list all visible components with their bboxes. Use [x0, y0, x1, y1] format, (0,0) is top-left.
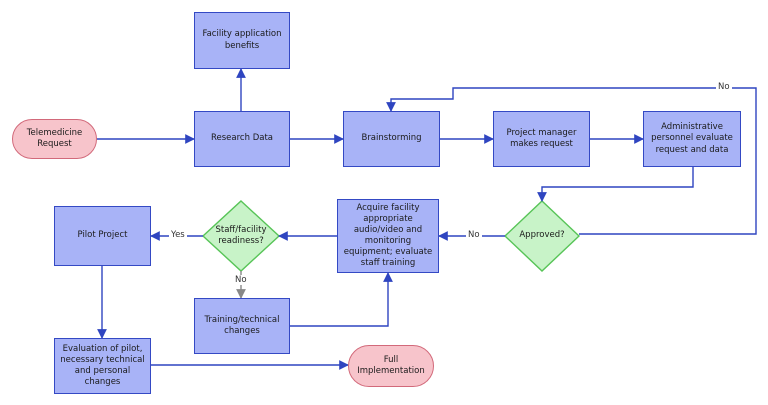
node-pilot-project-label: Pilot Project — [77, 230, 128, 241]
edge-label-readiness-yes: Yes — [169, 230, 187, 241]
decision-approved-shape — [503, 200, 581, 272]
edge-label-approved-no-left: No — [466, 230, 482, 241]
decision-approved-label: Approved? — [519, 230, 565, 241]
node-acquire-equipment: Acquire facility appropriate audio/video… — [337, 199, 439, 273]
node-admin-personnel: Administrative personnel evaluate reques… — [643, 111, 741, 167]
edge-training-to-acquire — [290, 272, 393, 327]
node-telemedicine-request-label: Telemedicine Request — [26, 127, 83, 149]
node-training-changes: Training/technical changes — [194, 298, 290, 354]
node-full-implementation: Full Implementation — [348, 345, 434, 387]
node-training-changes-label: Training/technical changes — [204, 314, 280, 336]
node-research-data-label: Research Data — [211, 133, 273, 144]
edge-approved-no-to-brainstorming — [386, 87, 757, 235]
node-brainstorming: Brainstorming — [343, 111, 440, 167]
node-facility-benefits: Facility application benefits — [194, 12, 290, 69]
node-evaluation: Evaluation of pilot, necessary technical… — [54, 338, 151, 394]
node-acquire-equipment-label: Acquire facility appropriate audio/video… — [343, 202, 433, 269]
node-brainstorming-label: Brainstorming — [361, 133, 422, 144]
node-facility-benefits-label: Facility application benefits — [202, 29, 282, 51]
node-pilot-project: Pilot Project — [54, 206, 151, 266]
node-full-implementation-label: Full Implementation — [357, 354, 425, 376]
edge-label-approved-no-top: No — [716, 82, 732, 93]
decision-readiness-label: Staff/facility readiness? — [215, 224, 267, 246]
node-telemedicine-request: Telemedicine Request — [12, 119, 97, 159]
node-project-manager: Project manager makes request — [493, 111, 590, 167]
node-admin-personnel-label: Administrative personnel evaluate reques… — [651, 122, 733, 155]
node-project-manager-label: Project manager makes request — [506, 127, 577, 149]
edge-admin-to-approved — [537, 167, 694, 202]
node-evaluation-label: Evaluation of pilot, necessary technical… — [60, 343, 145, 388]
edge-label-readiness-no: No — [233, 275, 249, 286]
node-research-data: Research Data — [194, 111, 290, 167]
